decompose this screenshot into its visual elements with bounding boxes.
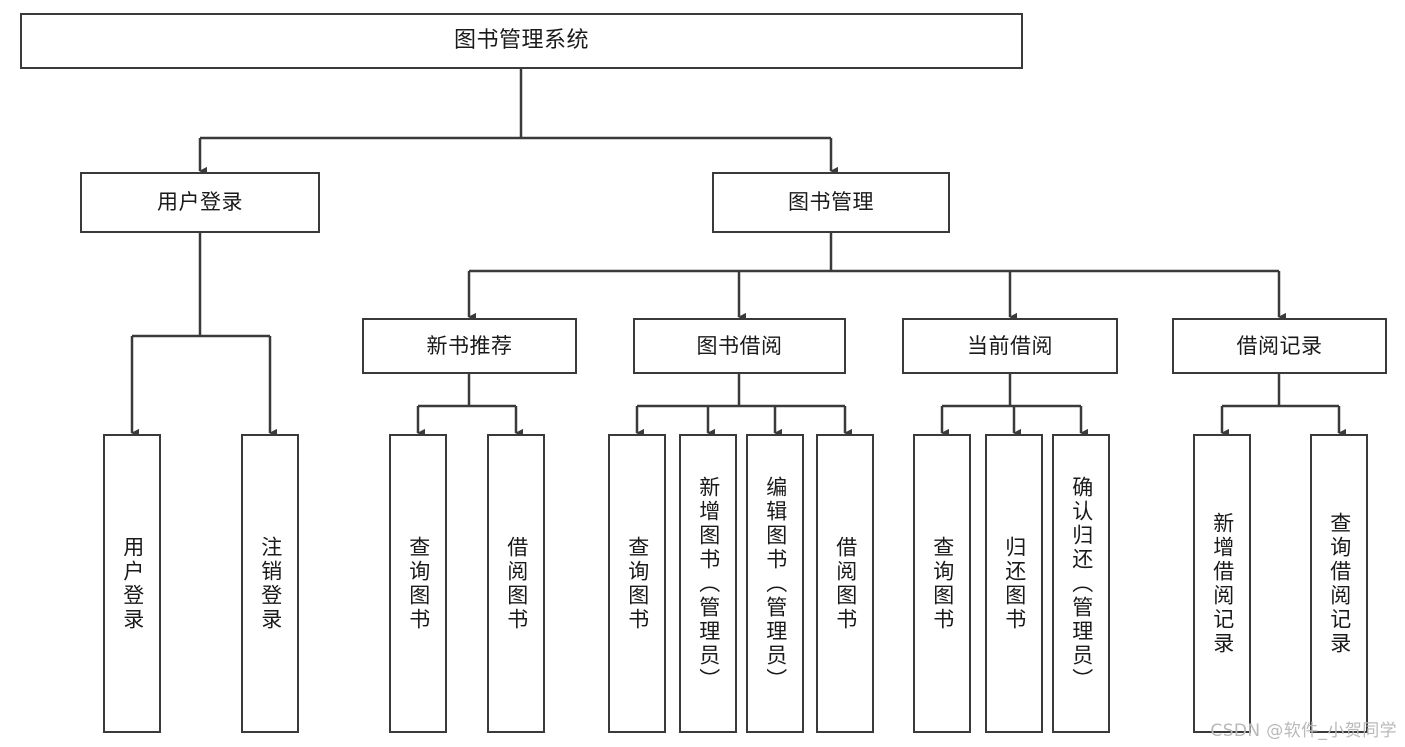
node-label-leaf-add-book: 新增图书（管理员） (696, 475, 721, 692)
node-book-borrow[interactable]: 图书借阅 (633, 318, 846, 374)
node-book-manage[interactable]: 图书管理 (712, 172, 950, 233)
node-leaf-return-book[interactable]: 归还图书 (985, 434, 1043, 733)
node-leaf-confirm-return[interactable]: 确认归还（管理员） (1052, 434, 1110, 733)
watermark: CSDN @软件_小贺同学 (1210, 721, 1397, 741)
node-leaf-borrow-book-1[interactable]: 借阅图书 (487, 434, 545, 733)
node-label-leaf-user-logout: 注销登录 (258, 535, 283, 632)
node-label-leaf-query-book-1: 查询图书 (406, 535, 431, 632)
node-label-root: 图书管理系统 (453, 28, 589, 54)
edge-group (130, 69, 1346, 438)
node-label-leaf-query-book-3: 查询图书 (930, 535, 955, 632)
node-label-book-borrow: 图书借阅 (696, 333, 783, 358)
node-label-leaf-edit-book: 编辑图书（管理员） (763, 475, 788, 692)
node-label-leaf-borrow-book-2: 借阅图书 (833, 535, 858, 632)
node-borrow-record[interactable]: 借阅记录 (1172, 318, 1387, 374)
node-label-leaf-borrow-book-1: 借阅图书 (504, 535, 529, 632)
node-current-borrow[interactable]: 当前借阅 (902, 318, 1118, 374)
node-leaf-edit-book[interactable]: 编辑图书（管理员） (746, 434, 804, 733)
node-label-leaf-query-book-2: 查询图书 (625, 535, 650, 632)
node-label-leaf-query-record: 查询借阅记录 (1327, 511, 1352, 656)
node-leaf-add-record[interactable]: 新增借阅记录 (1193, 434, 1251, 733)
node-label-leaf-user-login: 用户登录 (120, 535, 145, 632)
node-label-user-login: 用户登录 (157, 190, 243, 215)
node-label-book-manage: 图书管理 (788, 190, 874, 215)
node-label-current-borrow: 当前借阅 (967, 333, 1053, 358)
node-label-leaf-confirm-return: 确认归还（管理员） (1069, 475, 1094, 692)
node-leaf-query-book-1[interactable]: 查询图书 (389, 434, 447, 733)
node-leaf-query-record[interactable]: 查询借阅记录 (1310, 434, 1368, 733)
node-leaf-query-book-3[interactable]: 查询图书 (913, 434, 971, 733)
node-root[interactable]: 图书管理系统 (20, 13, 1023, 69)
node-label-leaf-return-book: 归还图书 (1002, 535, 1027, 632)
node-label-new-book-rec: 新书推荐 (426, 333, 513, 358)
node-label-borrow-record: 借阅记录 (1236, 333, 1323, 358)
node-leaf-user-logout[interactable]: 注销登录 (241, 434, 299, 733)
node-leaf-query-book-2[interactable]: 查询图书 (608, 434, 666, 733)
node-leaf-user-login[interactable]: 用户登录 (103, 434, 161, 733)
node-leaf-add-book[interactable]: 新增图书（管理员） (679, 434, 737, 733)
node-leaf-borrow-book-2[interactable]: 借阅图书 (816, 434, 874, 733)
node-label-leaf-add-record: 新增借阅记录 (1210, 511, 1235, 656)
node-user-login[interactable]: 用户登录 (80, 172, 320, 233)
node-new-book-rec[interactable]: 新书推荐 (362, 318, 577, 374)
